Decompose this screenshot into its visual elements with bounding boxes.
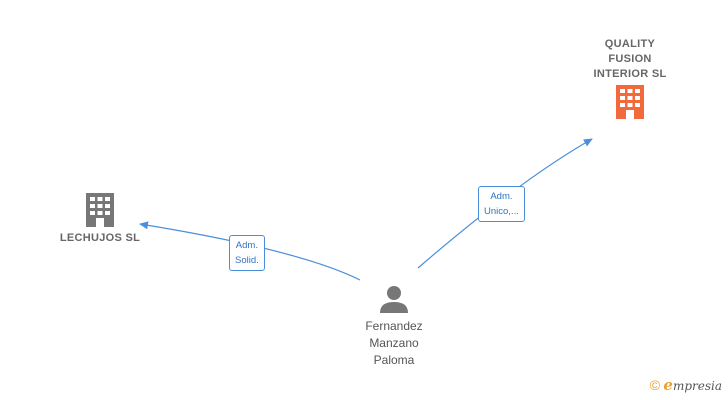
- company-name: LECHUJOS SL: [59, 232, 141, 244]
- copyright-symbol: ©: [649, 377, 661, 393]
- building-icon: [616, 85, 644, 119]
- person-node-fernandez-manzano-paloma[interactable]: Fernandez Manzano Paloma: [342, 284, 446, 369]
- brand-name: mpresia: [672, 379, 722, 393]
- edge-label-adm-solid[interactable]: Adm. Solid.: [229, 235, 265, 271]
- edge-person-to-lechujos: [139, 221, 361, 281]
- brand-initial: e: [663, 376, 673, 394]
- company-name: QUALITY FUSION INTERIOR SL: [593, 38, 667, 80]
- company-node-quality-fusion[interactable]: QUALITY FUSION INTERIOR SL: [570, 37, 690, 120]
- empresia-logo: © empresia: [650, 376, 722, 394]
- company-node-lechujos[interactable]: LECHUJOS SL: [48, 192, 152, 246]
- building-icon: [86, 193, 114, 227]
- edge-label-adm-unico[interactable]: Adm. Unico,...: [478, 186, 525, 222]
- person-icon: [380, 286, 408, 313]
- person-name: Fernandez Manzano Paloma: [365, 319, 423, 367]
